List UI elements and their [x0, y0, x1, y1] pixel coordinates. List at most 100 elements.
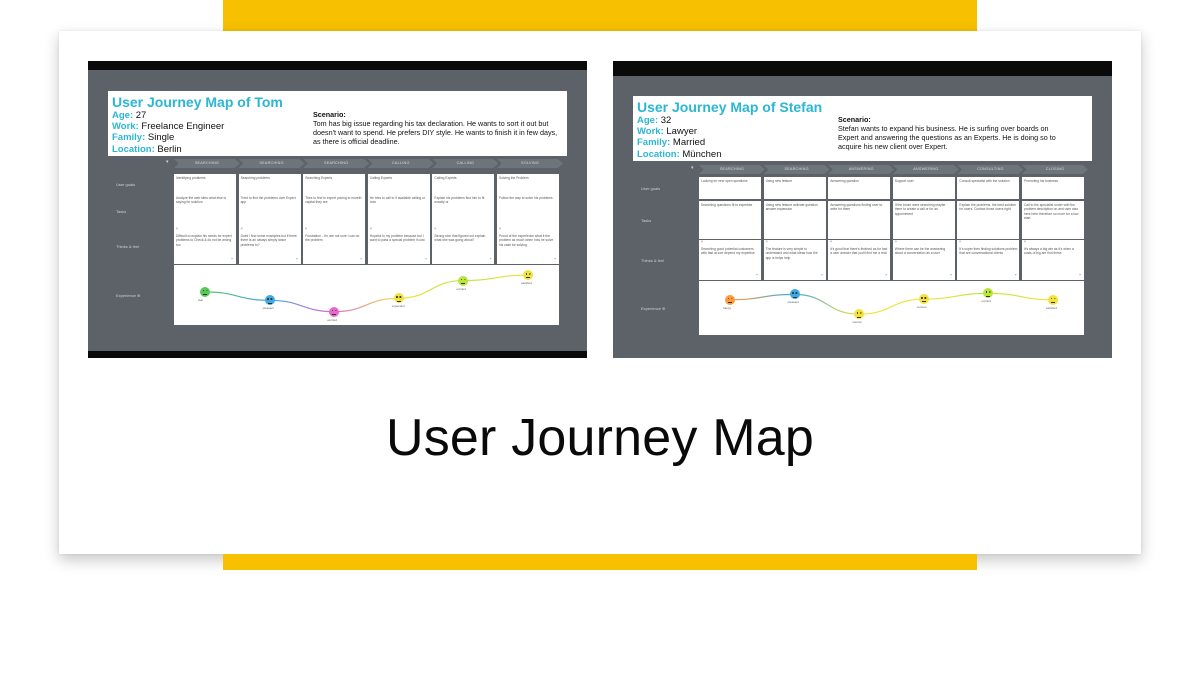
emotion-face-icon: [1048, 294, 1058, 305]
cell-text: Strong nice that figured out explain wha…: [434, 234, 486, 243]
cell-text: Tries to find to expert pricing to moret…: [305, 196, 362, 205]
phase-step: SEARCHING: [303, 159, 370, 168]
work-key: Work:: [637, 126, 664, 138]
cell-text: Calling Experts: [434, 176, 457, 180]
cell-text: Analyze the web sites what else is sayin…: [176, 196, 227, 205]
cell-text: Hopeful to my problem because but I want…: [369, 234, 425, 243]
task-cell: Tries to find to expert pricing to moret…: [303, 194, 366, 228]
age-key: Age:: [637, 115, 659, 126]
collapse-toggle-icon[interactable]: ▾: [166, 159, 169, 165]
thought-cell: “”It's always a big win as it's when a c…: [1022, 240, 1084, 280]
quote-open-icon: “: [1024, 241, 1026, 247]
cell-text: Searching problems: [240, 176, 270, 180]
cell-text: Follow the way to solve his problems: [499, 196, 553, 200]
scenario-text: Stefan wants to expand his business. He …: [838, 124, 1056, 151]
journey-map-stefan: User Journey Map of Stefan Age: 32 Work:…: [613, 61, 1112, 358]
goal-cell: Support user: [892, 177, 955, 199]
thought-cell: “”Frustration - I'm are not sure I can d…: [303, 227, 366, 264]
slide-caption: User Journey Map: [385, 409, 815, 467]
quote-open-icon: “: [894, 241, 897, 247]
emotion-face-icon: [393, 293, 404, 304]
scenario-text: Tom has big issue regarding his tax decl…: [313, 119, 558, 146]
family-key: Family:: [112, 132, 146, 144]
cell-text: Difficult to explain his needs for exper…: [176, 234, 232, 247]
emotion-face-icon: [918, 294, 929, 305]
journey-header: User Journey Map of Tom Age: 27 Work: Fr…: [108, 91, 567, 156]
quote-close-icon: ”: [360, 257, 363, 264]
age-key: Age:: [112, 110, 134, 121]
task-cell: Explain his problems find him to fit exa…: [432, 194, 495, 228]
work-value: Freelance Engineer: [141, 121, 225, 133]
cell-text: It's good that there's finished as for f…: [830, 247, 888, 256]
quote-close-icon: ”: [1014, 273, 1017, 280]
emotion-label: satisfied: [521, 281, 533, 286]
goal-cell: Consult specialist with the solution: [957, 177, 1020, 199]
accent-bar-top: [223, 0, 977, 31]
scenario: Scenario: Tom has big issue regarding hi…: [313, 110, 561, 146]
experience-curve: [204, 274, 529, 313]
collapse-toggle-icon[interactable]: ▾: [691, 165, 694, 171]
task-cell: Answering questions finding user to writ…: [828, 201, 891, 239]
emotion-face-icon: [458, 275, 469, 286]
quote-open-icon: “: [305, 228, 308, 234]
scenario-label: Scenario:: [838, 115, 871, 124]
phase-step: SOLVING: [497, 159, 563, 168]
quote-close-icon: ”: [425, 257, 427, 264]
phase-step: SEARCHING: [699, 165, 765, 174]
phase-step: CONSULTING: [957, 165, 1024, 174]
cell-text: Tried to find the problems over Expert a…: [240, 196, 296, 205]
work-value: Lawyer: [666, 126, 698, 138]
location-value: München: [682, 148, 722, 160]
emotion-label: fear: [198, 297, 204, 302]
cell-text: Looking for new open questions: [701, 179, 748, 183]
phase-step: SEARCHING: [763, 165, 830, 174]
thought-cell: “”Strong nice that figured out explain w…: [432, 227, 495, 264]
row-label: Thinks & feel: [641, 258, 665, 263]
task-cell: Follow the way to solve his problems: [497, 194, 559, 228]
quote-open-icon: “: [434, 228, 437, 234]
task-cell: Searching questions fit to expertise: [699, 201, 761, 239]
row-label: Experience ⊕: [641, 306, 666, 311]
goal-cell: Identifying problems: [174, 174, 236, 194]
emotion-label: expectant: [391, 304, 405, 309]
goal-cell: Using new feature: [763, 177, 826, 199]
emotion-face-icon: [854, 309, 865, 320]
cell-text: Searching Experts: [305, 176, 333, 180]
cell-text: Identifying problems: [176, 176, 206, 180]
task-cell: Call to the specialist under with the pr…: [1022, 201, 1084, 239]
cell-text: Answering question: [830, 179, 859, 183]
row-label: Experience ⊕: [116, 293, 141, 298]
quote-close-icon: ”: [295, 257, 298, 264]
thought-cell: “”Where there can be the answering about…: [892, 240, 955, 280]
cell-text: Proud of the experience what it the prob…: [499, 234, 554, 247]
persona-fields: Age: 27 Work: Freelance Engineer Family:…: [112, 110, 224, 155]
location-key: Location:: [637, 148, 680, 160]
emotion-face-icon: [200, 286, 210, 297]
cell-text: Using new feature activate question answ…: [765, 203, 818, 212]
goal-cell: Calling Experts: [367, 174, 430, 194]
emotion-label: excited: [981, 299, 991, 304]
cell-text: Does I find some examples but if there t…: [240, 234, 297, 247]
quote-close-icon: ”: [756, 273, 758, 280]
phase-step: SEARCHING: [238, 159, 305, 168]
thought-cell: “”The feature is very simple to understa…: [763, 240, 826, 280]
phase-step: CALLING: [432, 159, 499, 168]
thought-cell: “”Does I find some examples but if there…: [238, 227, 301, 264]
task-cell: Explain the problems, the best solution …: [957, 201, 1020, 239]
emotion-face-icon: [523, 270, 533, 281]
thought-cell: “”Difficult to explain his needs for exp…: [174, 227, 236, 264]
phase-step: CLOSING: [1022, 165, 1088, 174]
emotion-label: neutral: [852, 320, 862, 325]
thought-cell: “”It's super then finding solutions prob…: [957, 240, 1020, 280]
cell-text: Calling Experts: [369, 176, 392, 180]
emotion-label: happy: [723, 305, 732, 310]
experience-line: [204, 274, 529, 313]
journey-title: User Journey Map of Tom: [112, 94, 283, 110]
experience-curve: [729, 292, 1054, 315]
journey-map-tom: User Journey Map of Tom Age: 27 Work: Fr…: [88, 61, 587, 358]
cell-text: Explain his problems find him to fit exa…: [434, 196, 485, 205]
emotion-face-icon: [329, 306, 340, 317]
quote-close-icon: ”: [950, 273, 952, 280]
emotion-face-icon: [983, 288, 994, 299]
